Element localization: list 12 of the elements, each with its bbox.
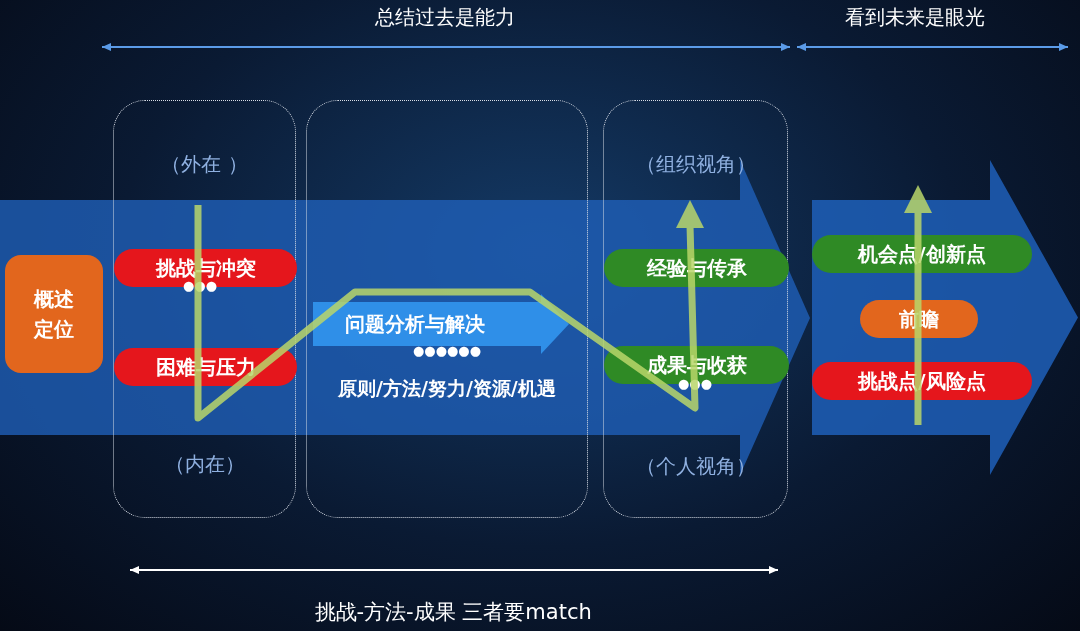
side-label: （个人视角） <box>634 453 757 480</box>
text-label: 原则/方法/努力/资源/机遇 <box>338 376 556 401</box>
arrow-shape <box>812 160 1078 475</box>
text-label: 看到未来是眼光 <box>845 4 985 31</box>
topic-box: 概述定位 <box>5 255 103 373</box>
text-label: 总结过去是能力 <box>375 4 515 31</box>
side-label: （组织视角） <box>634 151 757 178</box>
side-label: （内在） <box>163 451 246 478</box>
text-label: 挑战-方法-成果 三者要match <box>314 599 592 626</box>
label-pill: 经验与传承 <box>604 249 789 287</box>
side-label: （外在 ） <box>160 151 249 178</box>
label-pill: 机会点/创新点 <box>812 235 1032 273</box>
